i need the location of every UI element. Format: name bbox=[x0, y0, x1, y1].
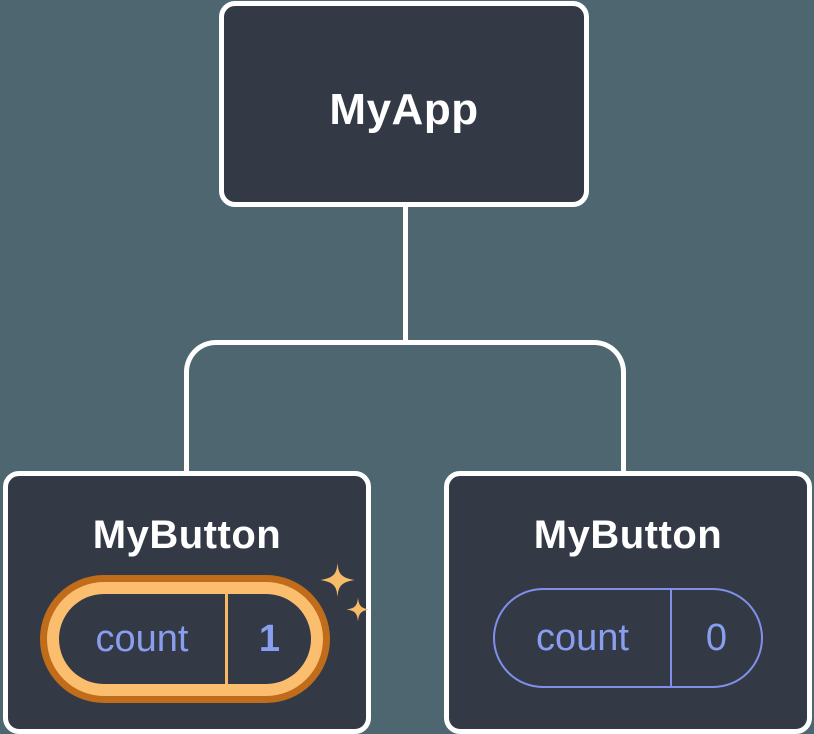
child-node-highlighted: MyButton count 1 bbox=[3, 471, 371, 734]
state-pill-body: count 1 bbox=[59, 594, 311, 684]
state-pill-highlight-ring: count 1 bbox=[47, 582, 323, 696]
state-value: 0 bbox=[705, 616, 728, 659]
child-node-highlighted-label: MyButton bbox=[92, 513, 282, 557]
root-node-label: MyApp bbox=[329, 85, 479, 134]
state-pill-divider bbox=[225, 594, 228, 684]
connector-root-to-branch bbox=[403, 204, 408, 345]
state-pill-divider bbox=[670, 590, 672, 686]
child-node-plain: MyButton count 0 bbox=[444, 471, 812, 734]
sparkles-icon bbox=[320, 563, 370, 622]
state-value: 1 bbox=[258, 617, 281, 660]
state-key: count bbox=[95, 617, 189, 660]
state-pill-plain: count 0 bbox=[493, 588, 763, 688]
child-node-plain-label: MyButton bbox=[533, 513, 723, 557]
root-node: MyApp bbox=[219, 1, 589, 207]
state-pill-highlighted: count 1 bbox=[40, 575, 330, 703]
connector-branch-to-children bbox=[184, 340, 626, 471]
state-key: count bbox=[536, 616, 629, 659]
